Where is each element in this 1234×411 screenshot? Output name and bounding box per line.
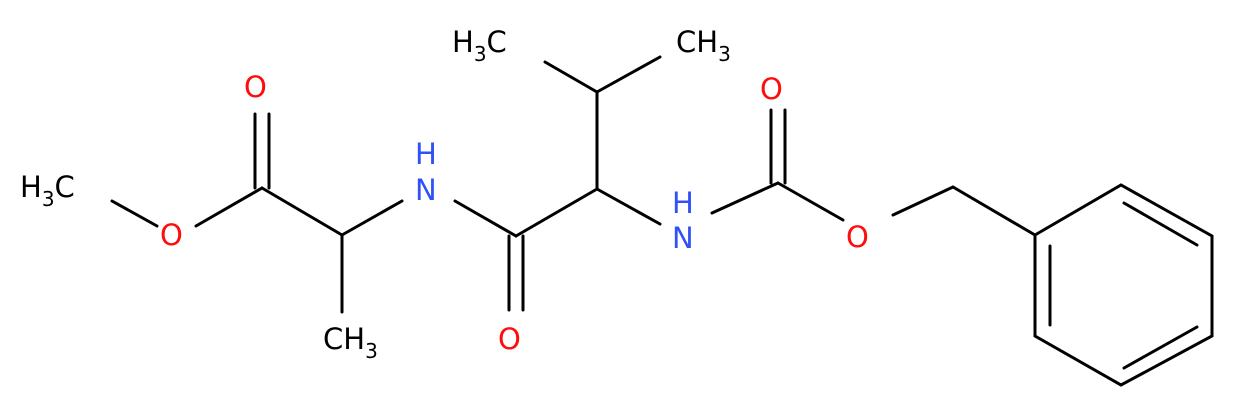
carbamate-o-single-label: O — [846, 220, 869, 254]
bonds — [110, 55, 1214, 387]
bond-ester-o-c — [194, 186, 264, 228]
alanine-ch3-c: CH — [323, 322, 365, 356]
isopropyl-left-h: H — [452, 25, 474, 59]
bond-ch-right-ch3 — [595, 55, 662, 94]
methoxy-sub: 3 — [42, 187, 55, 211]
alanine-ch3-label: CH3 — [323, 322, 378, 363]
amide-o-label: O — [498, 322, 521, 356]
carbamate-o-double-label: O — [760, 72, 783, 106]
methoxy-h: H — [20, 170, 42, 204]
isopropyl-right-label: CH3 — [676, 25, 731, 66]
alanine-nh-n-label: N — [415, 173, 437, 207]
ring-double-2 — [1122, 325, 1199, 370]
isopropyl-left-label: H3C — [452, 25, 507, 66]
isopropyl-left-c: C — [487, 25, 507, 59]
alanine-ch3-sub: 3 — [365, 339, 378, 363]
isopropyl-left-sub: 3 — [474, 42, 487, 66]
methoxy-c: C — [55, 170, 75, 204]
bond-nh-amide-c — [453, 199, 518, 238]
bond-methoxy-c-o — [110, 199, 159, 228]
isopropyl-right-c: CH — [676, 25, 718, 59]
bond-alpha-nh — [340, 199, 404, 237]
carbonyl-o-ester-label: O — [244, 70, 267, 104]
atom-labels: O O H3C H N CH3 O H3C CH3 H N O O — [20, 25, 869, 363]
bond-ch-left-ch3 — [543, 60, 599, 94]
valine-nh-n-label: N — [672, 221, 694, 255]
bond-ester-c-alpha — [260, 186, 344, 237]
valine-nh-h-label: H — [672, 186, 694, 220]
methoxy-label: H3C — [20, 170, 75, 211]
bond-nh-carbamate-c — [710, 181, 780, 215]
bond-ch2-ring — [951, 185, 1037, 237]
bond-val-alpha-nh — [595, 187, 662, 226]
bond-amide-c-val-alpha — [514, 187, 599, 238]
ester-o-label: O — [160, 218, 183, 252]
bond-o-ch2 — [891, 185, 955, 217]
ring-double-1 — [1122, 201, 1199, 247]
isopropyl-right-sub: 3 — [718, 42, 731, 66]
bond-carbamate-c-o — [776, 181, 845, 222]
alanine-nh-h-label: H — [415, 137, 437, 171]
benzene-ring — [1033, 183, 1214, 387]
